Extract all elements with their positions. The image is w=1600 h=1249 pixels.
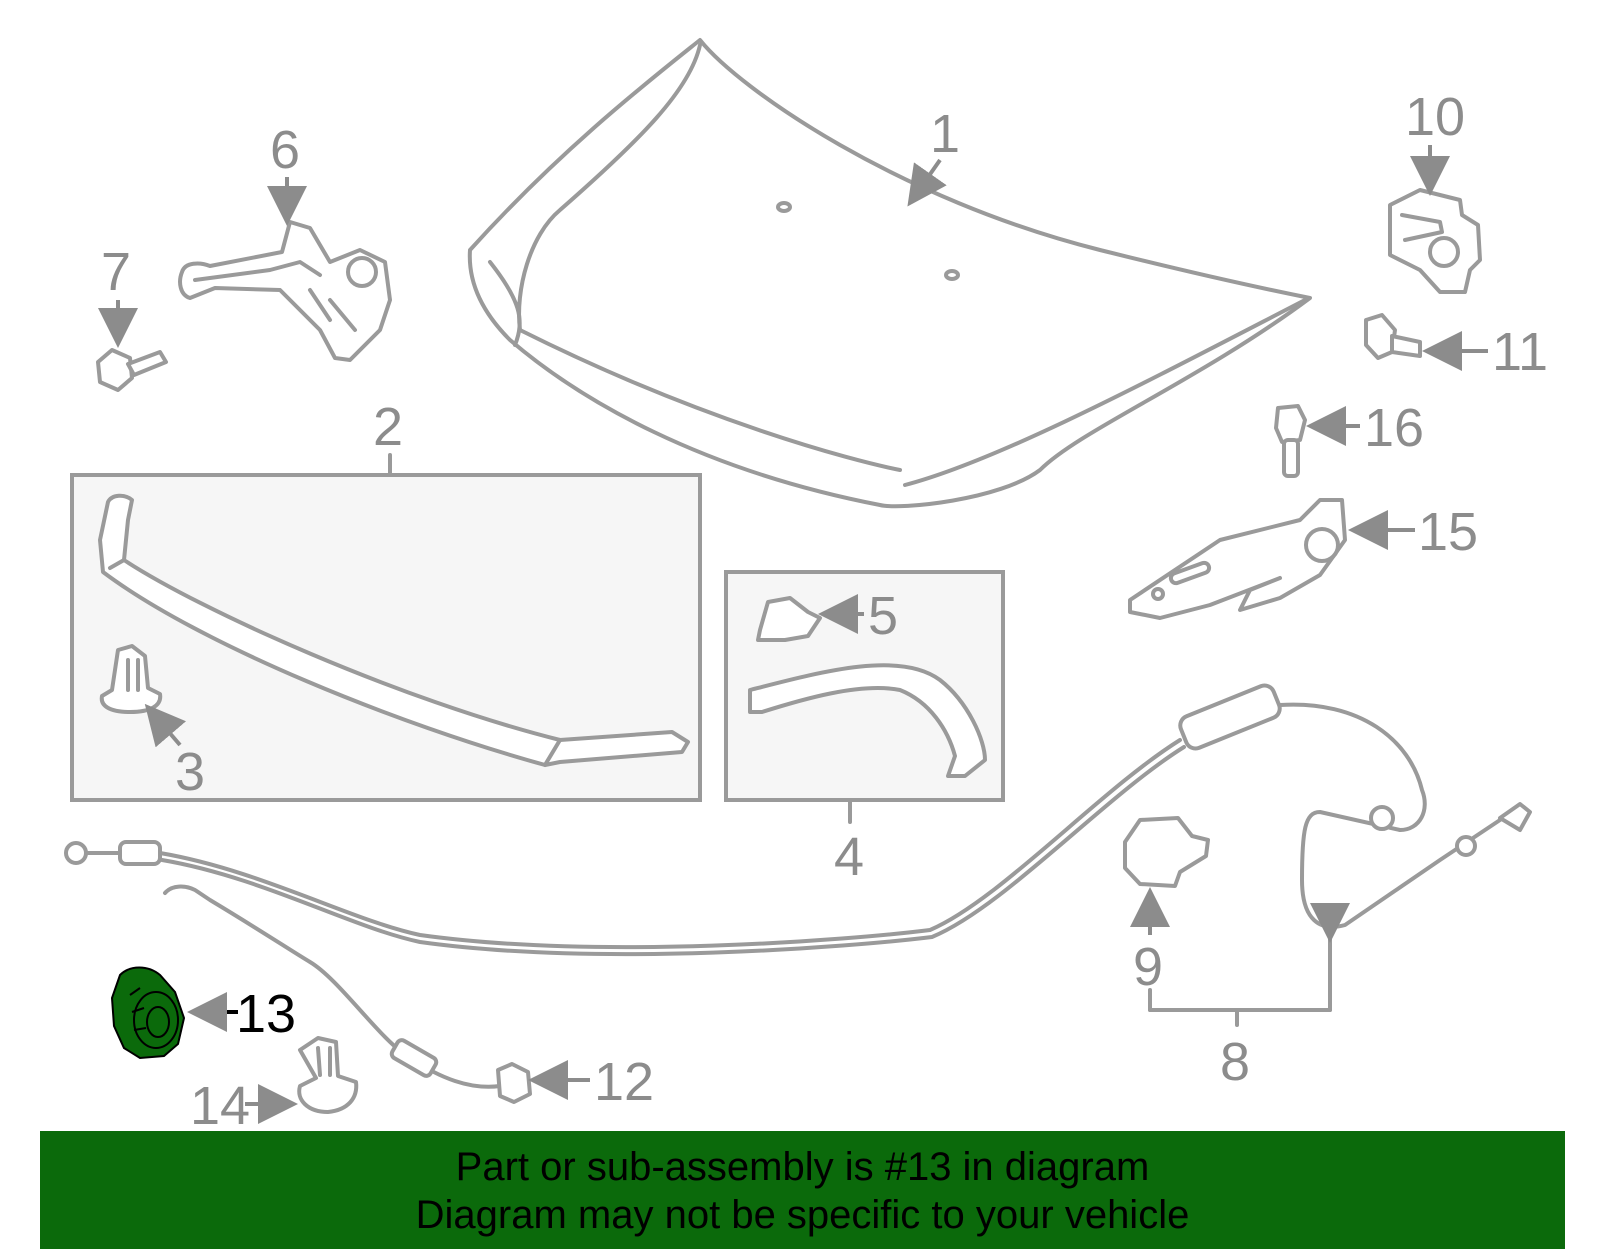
bolt-part-16 xyxy=(1274,404,1307,478)
hinge-bracket-part xyxy=(1388,188,1482,294)
footer-line-1: Part or sub-assembly is #13 in diagram xyxy=(455,1145,1150,1189)
label-9: 9 xyxy=(1133,937,1163,997)
label-14: 14 xyxy=(190,1076,250,1136)
clip-part-14 xyxy=(297,1036,359,1114)
label-6: 6 xyxy=(270,120,300,180)
hood-part xyxy=(467,38,1312,509)
bolt-part xyxy=(96,348,168,392)
footer-line-2: Diagram may not be specific to your vehi… xyxy=(415,1193,1190,1237)
label-15: 15 xyxy=(1418,502,1478,562)
label-3: 3 xyxy=(175,742,205,802)
label-1: 1 xyxy=(930,104,960,164)
bolt-part-11 xyxy=(1364,313,1422,360)
clip-part-9 xyxy=(1123,816,1210,888)
seal-part-4 xyxy=(748,663,987,778)
label-8: 8 xyxy=(1220,1032,1250,1092)
label-7: 7 xyxy=(101,242,131,302)
label-11: 11 xyxy=(1492,322,1548,382)
footer-banner: Part or sub-assembly is #13 in diagram D… xyxy=(40,1131,1565,1249)
label-16: 16 xyxy=(1364,398,1424,458)
label-12: 12 xyxy=(594,1052,654,1112)
label-5: 5 xyxy=(868,586,898,646)
cable-part-12 xyxy=(163,884,532,1104)
hinge-part xyxy=(1128,498,1347,620)
hood-seal-part xyxy=(98,493,690,767)
label-2: 2 xyxy=(373,397,403,457)
label-4: 4 xyxy=(834,827,864,887)
highlighted-part-13 xyxy=(110,966,186,1060)
hood-latch-part xyxy=(178,220,392,362)
label-13: 13 xyxy=(236,984,296,1044)
clip-part-3 xyxy=(99,644,163,714)
label-10: 10 xyxy=(1405,87,1465,147)
release-cable-part xyxy=(64,683,1532,957)
